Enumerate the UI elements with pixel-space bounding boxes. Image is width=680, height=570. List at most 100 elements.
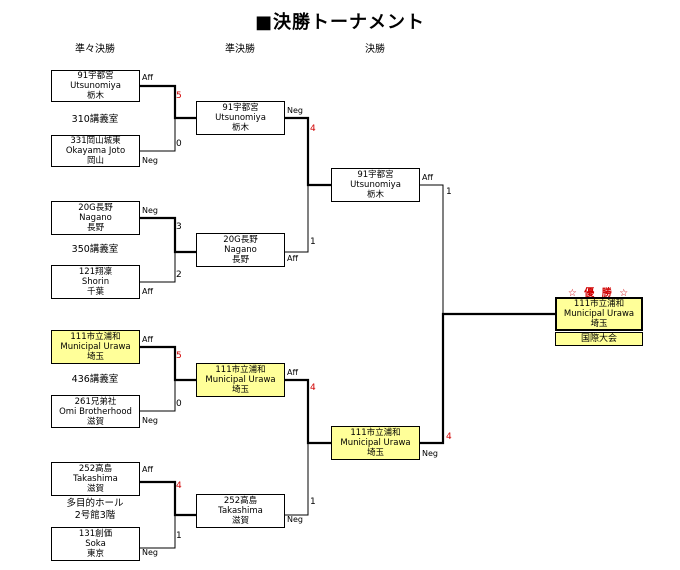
team-name: 331岡山城東 bbox=[70, 136, 121, 146]
bracket-line-qf1-bottom bbox=[140, 118, 176, 152]
team-name-en: Nagano bbox=[224, 245, 257, 255]
team-name: 111市立浦和 bbox=[215, 365, 266, 375]
side-label: Neg bbox=[142, 156, 158, 165]
team-name: 91宇都宮 bbox=[357, 170, 394, 180]
side-label: Neg bbox=[142, 206, 158, 215]
team-prefecture: 埼玉 bbox=[366, 448, 384, 458]
bracket-line-final-win bbox=[420, 312, 555, 445]
team-prefecture: 滋賀 bbox=[86, 484, 104, 494]
team-name-en: Utsunomiya bbox=[70, 81, 121, 91]
team-box-qf2-top: 20G長野 Nagano 長野 bbox=[51, 201, 140, 235]
team-name-en: Municipal Urawa bbox=[205, 375, 276, 385]
bracket-line-sf1-bottom bbox=[285, 185, 309, 253]
team-name-en: Takashima bbox=[73, 474, 118, 484]
team-prefecture: 千葉 bbox=[86, 287, 104, 297]
team-box-sf2-top: 111市立浦和 Municipal Urawa 埼玉 bbox=[196, 363, 285, 397]
team-name: 20G長野 bbox=[78, 203, 113, 213]
champion-venue-badge: 国際大会 bbox=[555, 332, 643, 346]
score-sf2-top: 4 bbox=[310, 383, 316, 393]
team-prefecture: 滋賀 bbox=[86, 416, 104, 427]
side-label: Aff bbox=[142, 73, 153, 82]
team-box-qf4-top: 252高島 Takashima 滋賀 bbox=[51, 462, 140, 496]
team-name-en: Omi Brotherhood bbox=[59, 406, 132, 417]
bracket-line-qf3-win bbox=[140, 345, 196, 382]
team-prefecture: 栃木 bbox=[86, 91, 104, 101]
team-name-en: Okayama Joto bbox=[65, 146, 126, 156]
team-box-sf2-bottom: 252高島 Takashima 滋賀 bbox=[196, 494, 285, 528]
bracket-line-qf4-bottom bbox=[140, 515, 176, 549]
room-label-qf1: 310講義室 bbox=[71, 114, 119, 125]
team-name: 91宇都宮 bbox=[77, 71, 114, 81]
side-label: Aff bbox=[287, 254, 298, 263]
team-name-en: Municipal Urawa bbox=[563, 309, 635, 319]
team-name-en: Municipal Urawa bbox=[60, 342, 131, 352]
side-label: Aff bbox=[142, 465, 153, 474]
team-prefecture: 栃木 bbox=[366, 190, 384, 200]
team-prefecture: 埼玉 bbox=[86, 352, 104, 362]
bracket-line-sf2-win bbox=[285, 378, 331, 445]
side-label: Aff bbox=[422, 173, 433, 182]
team-box-qf1-top: 91宇都宮 Utsunomiya 栃木 bbox=[51, 70, 140, 102]
score-sf1-top: 4 bbox=[310, 124, 316, 134]
team-prefecture: 長野 bbox=[231, 255, 249, 265]
score-qf3-bottom: 0 bbox=[176, 399, 182, 409]
side-label: Neg bbox=[287, 515, 303, 524]
team-box-qf4-bottom: 131創価 Soka 東京 bbox=[51, 527, 140, 561]
team-prefecture: 埼玉 bbox=[590, 319, 608, 329]
score-qf2-bottom: 2 bbox=[176, 270, 182, 280]
team-name: 111市立浦和 bbox=[350, 428, 401, 438]
header-quarterfinal: 準々決勝 bbox=[75, 44, 115, 55]
bracket-line-sf1-win bbox=[285, 116, 331, 187]
bracket-line-qf3-bottom bbox=[140, 380, 176, 412]
team-name-en: Utsunomiya bbox=[350, 180, 401, 190]
side-label: Neg bbox=[422, 449, 438, 458]
team-name: 111市立浦和 bbox=[573, 299, 625, 309]
team-box-sf1-bottom: 20G長野 Nagano 長野 bbox=[196, 233, 285, 267]
room-label-qf3: 436講義室 bbox=[71, 374, 119, 385]
room-label-qf4-line2: 2号館3階 bbox=[74, 510, 116, 521]
team-name: 91宇都宮 bbox=[222, 103, 259, 113]
score-qf1-bottom: 0 bbox=[176, 139, 182, 149]
score-qf3-top: 5 bbox=[176, 351, 182, 361]
bracket-line-qf2-win bbox=[140, 216, 196, 254]
team-box-qf3-top: 111市立浦和 Municipal Urawa 埼玉 bbox=[51, 330, 140, 364]
score-qf1-top: 5 bbox=[176, 91, 182, 101]
bracket-line-qf1-win bbox=[140, 84, 196, 120]
score-sf1-bottom: 1 bbox=[310, 237, 316, 247]
score-qf2-top: 3 bbox=[176, 222, 182, 232]
room-label-qf4-line1: 多目的ホール bbox=[66, 498, 124, 509]
header-final: 決勝 bbox=[365, 44, 385, 55]
score-final-top: 1 bbox=[446, 187, 452, 197]
side-label: Aff bbox=[287, 368, 298, 377]
score-final-bottom: 4 bbox=[446, 432, 452, 442]
side-label: Neg bbox=[142, 548, 158, 557]
side-label: Aff bbox=[142, 287, 153, 296]
bracket-line-sf2-bottom bbox=[285, 443, 309, 516]
team-box-champion: 111市立浦和 Municipal Urawa 埼玉 bbox=[555, 297, 643, 331]
team-name-en: Utsunomiya bbox=[215, 113, 266, 123]
team-prefecture: 栃木 bbox=[231, 123, 249, 133]
score-sf2-bottom: 1 bbox=[310, 497, 316, 507]
team-box-final-bottom: 111市立浦和 Municipal Urawa 埼玉 bbox=[331, 426, 420, 460]
team-name: 111市立浦和 bbox=[70, 332, 121, 342]
side-label: Neg bbox=[287, 106, 303, 115]
team-prefecture: 滋賀 bbox=[231, 516, 249, 526]
team-prefecture: 長野 bbox=[86, 223, 104, 233]
bracket-line-final-top bbox=[420, 184, 444, 314]
page-title: ■決勝トーナメント bbox=[254, 12, 425, 33]
bracket-line-qf4-win bbox=[140, 480, 196, 517]
team-name: 121翔凜 bbox=[78, 267, 113, 277]
header-semifinal: 準決勝 bbox=[225, 44, 255, 55]
team-name-en: Shorin bbox=[81, 277, 110, 287]
team-name-en: Municipal Urawa bbox=[340, 438, 411, 448]
team-name: 261兄弟社 bbox=[74, 396, 117, 407]
champion-label: ☆ 優 勝 ☆ bbox=[567, 288, 631, 299]
side-label: Neg bbox=[142, 416, 158, 425]
team-name-en: Takashima bbox=[218, 506, 263, 516]
team-prefecture: 東京 bbox=[86, 549, 104, 559]
team-prefecture: 岡山 bbox=[86, 156, 104, 166]
room-label-qf2: 350講義室 bbox=[71, 244, 119, 255]
team-name-en: Soka bbox=[85, 539, 106, 549]
team-prefecture: 埼玉 bbox=[231, 385, 249, 395]
